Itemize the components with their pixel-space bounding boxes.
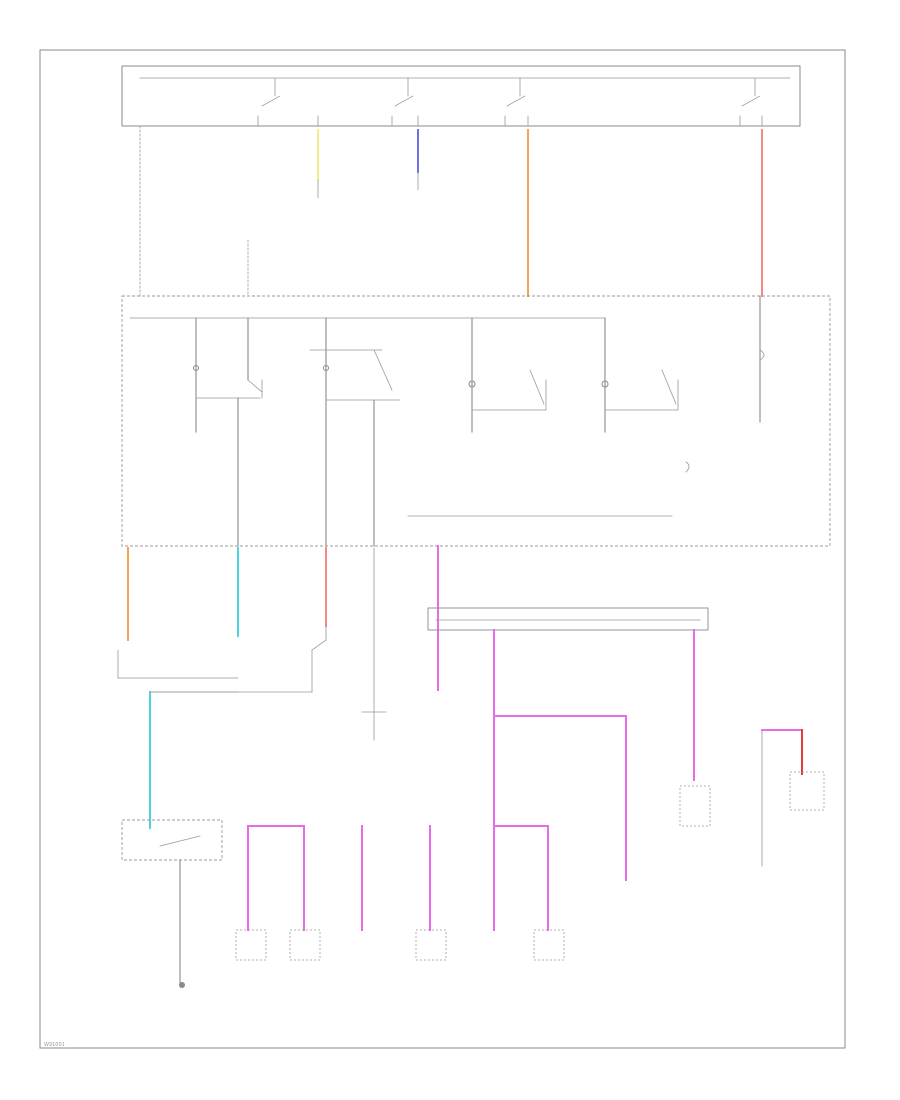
bus-box [427,607,709,631]
component-5 [679,785,711,827]
relay-box [121,295,831,547]
component-2 [289,929,321,961]
component-6 [789,771,825,811]
transmission-switch [121,819,223,861]
footer-code: W91001 [44,1042,65,1048]
component-4 [533,929,565,961]
fuse-right [759,295,765,423]
relay-4 [601,317,679,433]
relay-2 [309,317,401,547]
switch-4 [739,77,763,127]
relay-1 [193,317,263,547]
switch-2 [391,77,419,127]
relay-3 [468,317,547,433]
switch-1 [257,77,319,127]
component-1 [235,929,267,961]
outer-frame [39,49,846,1049]
top-switch-box [121,65,801,127]
ground-dot [179,982,185,988]
switch-3 [504,77,529,127]
component-3 [415,929,447,961]
